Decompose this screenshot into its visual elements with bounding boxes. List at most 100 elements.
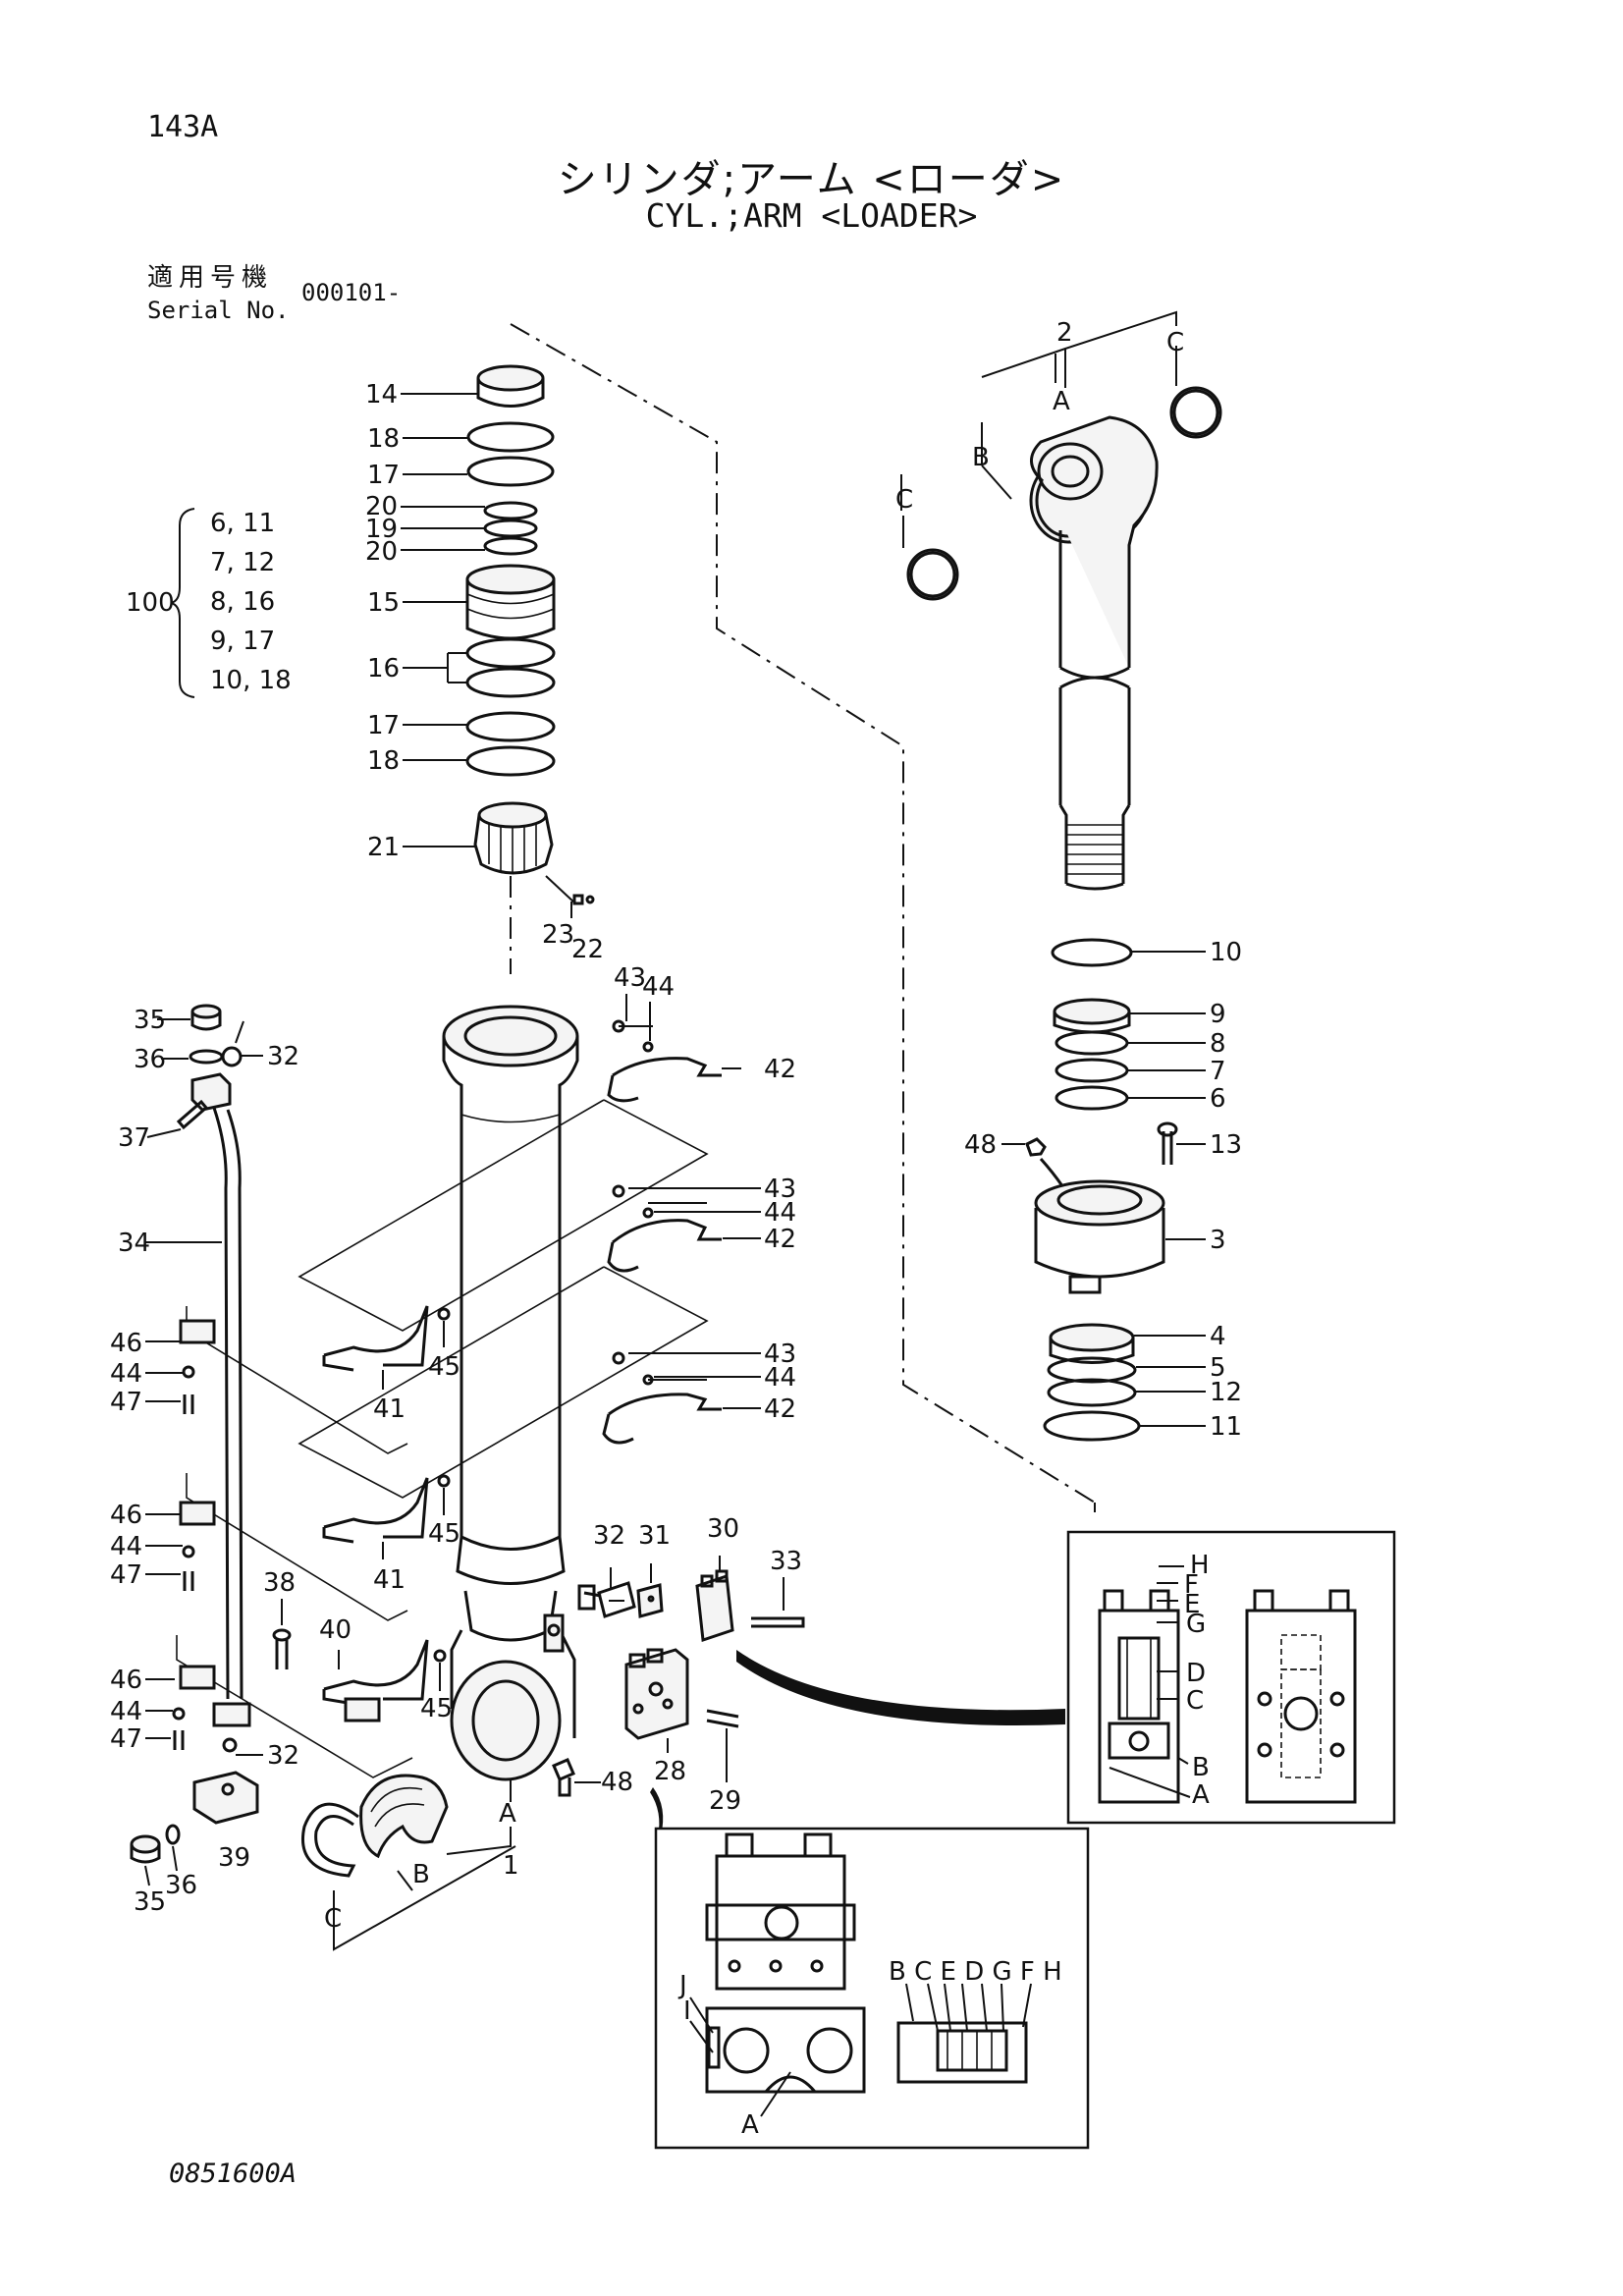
detail-label: A xyxy=(1192,1780,1210,1810)
callout: A xyxy=(1053,387,1070,416)
callout: 17 xyxy=(367,461,400,490)
callout: 2 xyxy=(1056,318,1073,348)
callout: 20 xyxy=(365,537,398,567)
callout: 16 xyxy=(367,654,400,683)
callout: 47 xyxy=(110,1724,142,1754)
callout: 12 xyxy=(1210,1378,1242,1407)
callout: 36 xyxy=(165,1871,197,1900)
kit-brace xyxy=(170,508,195,698)
kit-item: 9, 17 xyxy=(210,627,275,656)
callout: 39 xyxy=(218,1843,250,1873)
callout: 30 xyxy=(707,1514,739,1544)
detail-pointer-right xyxy=(736,1650,1065,1725)
pipe-callouts: 35 36 32 37 34 46 44 47 46 44 47 46 44 4… xyxy=(110,1006,299,1917)
callout: 38 xyxy=(263,1568,296,1598)
clamp-bands xyxy=(176,1019,741,1778)
callout: 4 xyxy=(1210,1322,1226,1351)
detail-label: C xyxy=(1186,1686,1204,1716)
callout: C xyxy=(324,1904,342,1934)
kit-item: 7, 12 xyxy=(210,548,275,577)
callout: 35 xyxy=(134,1006,166,1035)
callout: 32 xyxy=(267,1042,299,1071)
drawing-code: 0851600A xyxy=(169,2159,298,2189)
detail-label-row: B C E D G F H xyxy=(889,1957,1062,1987)
detail-label: J xyxy=(677,1971,687,2000)
callout: 22 xyxy=(571,935,604,964)
kit-100-group: 100 6, 11 7, 12 8, 16 9, 17 10, 18 xyxy=(126,508,292,698)
callout: 36 xyxy=(134,1045,166,1074)
callout: 48 xyxy=(601,1768,633,1797)
callout: 44 xyxy=(642,972,675,1002)
callout: 46 xyxy=(110,1329,142,1358)
callout: 10 xyxy=(1210,938,1242,967)
detail-box-bottom: B C E D G F H J I A xyxy=(654,1827,1090,2150)
callout: 1 xyxy=(503,1851,519,1881)
head-callouts: 14 18 17 20 19 20 15 16 17 18 21 23 22 xyxy=(365,380,604,964)
callout: 44 xyxy=(764,1198,796,1228)
callout: C xyxy=(895,485,913,515)
callout: 41 xyxy=(373,1565,406,1595)
rod-callouts: 2 A B C C 10 9 8 7 6 48 13 3 4 5 12 11 xyxy=(895,310,1242,1442)
assembly-dashed-line xyxy=(510,323,1096,1503)
callout: B xyxy=(412,1860,430,1889)
callout: 7 xyxy=(1210,1057,1226,1086)
callout: 14 xyxy=(365,380,398,410)
title-english: CYL.;ARM <LOADER> xyxy=(645,196,978,235)
callout: 47 xyxy=(110,1388,142,1417)
serial-label-japanese: 適用号機 xyxy=(147,263,274,293)
page-number: 143A xyxy=(147,110,219,144)
callout: 28 xyxy=(654,1757,686,1786)
callout: 6 xyxy=(1210,1084,1226,1114)
callout: 33 xyxy=(770,1547,802,1576)
base-callouts: A 1 B C xyxy=(324,1779,519,1934)
kit-item: 6, 11 xyxy=(210,509,275,538)
callout: 47 xyxy=(110,1560,142,1590)
bushing-and-ring xyxy=(301,1774,516,1951)
callout: 37 xyxy=(118,1123,150,1153)
callout: 42 xyxy=(764,1225,796,1254)
clamp-callouts: 43 44 42 43 44 42 43 44 42 45 41 45 41 4… xyxy=(319,963,796,1723)
head-stack xyxy=(465,364,595,974)
callout: B xyxy=(972,443,990,472)
callout: 18 xyxy=(367,424,400,454)
callout: 44 xyxy=(764,1363,796,1393)
callout: 34 xyxy=(118,1229,150,1258)
callout: 13 xyxy=(1210,1130,1242,1160)
callout: 18 xyxy=(367,746,400,776)
callout: 15 xyxy=(367,588,400,618)
detail-label: D xyxy=(1186,1659,1206,1688)
valve-block xyxy=(552,1569,805,1797)
callout: 48 xyxy=(964,1130,997,1160)
cylinder-tube xyxy=(442,1005,596,1781)
detail-label: A xyxy=(741,2110,759,2140)
callout: 44 xyxy=(110,1359,142,1389)
callout: 20 xyxy=(365,492,398,521)
callout: 44 xyxy=(110,1532,142,1561)
callout: 8 xyxy=(1210,1029,1226,1059)
callout: 9 xyxy=(1210,1000,1226,1029)
detail-label: G xyxy=(1186,1610,1206,1639)
detail-label: H xyxy=(1190,1551,1210,1580)
callout: 21 xyxy=(367,833,400,862)
callout: 43 xyxy=(764,1175,796,1204)
callout: 40 xyxy=(319,1615,352,1645)
detail-label: E xyxy=(1184,1590,1200,1619)
callout: 45 xyxy=(428,1352,460,1382)
title-japanese: シリンダ;アーム <ローダ> xyxy=(557,157,1066,202)
callout: 17 xyxy=(367,711,400,740)
detail-label: B xyxy=(1192,1753,1210,1782)
callout: 19 xyxy=(365,515,398,544)
kit-item: 8, 16 xyxy=(210,587,275,617)
callout: 32 xyxy=(593,1521,625,1551)
callout: 5 xyxy=(1210,1353,1226,1383)
callout: 29 xyxy=(709,1786,741,1816)
callout: 32 xyxy=(267,1741,299,1771)
callout: A xyxy=(499,1799,516,1829)
detail-label: I xyxy=(683,1996,691,2026)
callout: 46 xyxy=(110,1666,142,1695)
callout: 11 xyxy=(1210,1412,1242,1442)
callout: 35 xyxy=(134,1887,166,1917)
detail-box-right: H F E G D C B A xyxy=(1066,1530,1396,1825)
pipe-assembly xyxy=(130,1004,292,1864)
